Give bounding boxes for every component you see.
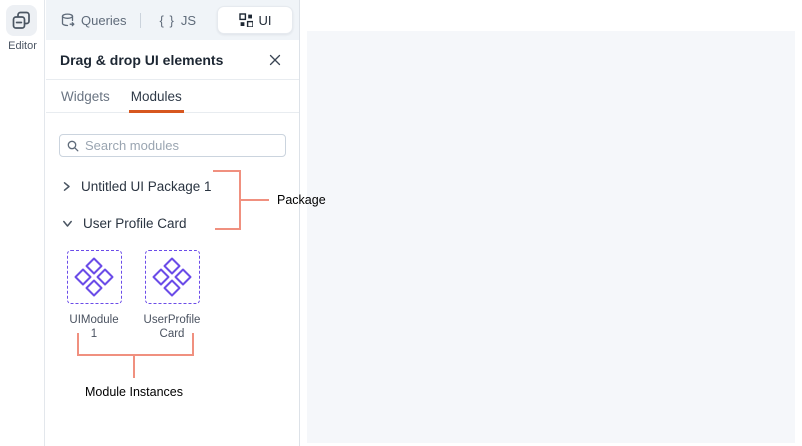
- chevron-right-icon: [62, 181, 71, 192]
- queries-tab[interactable]: Queries: [52, 6, 136, 34]
- close-icon: [269, 54, 281, 65]
- instances-bracket-line: [133, 354, 135, 378]
- module-diamonds-icon: [74, 257, 114, 297]
- segment-divider: [139, 12, 141, 28]
- instances-bracket-line: [77, 354, 194, 356]
- module-name: UserProfileCard: [143, 314, 201, 340]
- editor-segmented-control: Queries { } JS UI: [46, 0, 299, 40]
- package-row-untitled[interactable]: Untitled UI Package 1: [62, 176, 286, 196]
- package-bracket-line: [239, 170, 241, 230]
- module-card-userprofilecard[interactable]: [144, 250, 200, 304]
- instances-annotation-label: Module Instances: [85, 385, 183, 399]
- module-diamonds-icon: [152, 257, 192, 297]
- modules-tab-content: Untitled UI Package 1 User Profile Card: [46, 113, 299, 341]
- search-input[interactable]: [85, 138, 278, 153]
- package-row-user-profile-card[interactable]: User Profile Card: [62, 213, 286, 233]
- close-button[interactable]: [265, 50, 285, 70]
- queries-tab-label: Queries: [81, 12, 127, 28]
- module-card-uimodule1[interactable]: [66, 250, 122, 304]
- search-box: [59, 134, 286, 157]
- editor-button[interactable]: [6, 5, 37, 36]
- js-tab[interactable]: { } JS: [151, 6, 205, 34]
- canvas-drop-area[interactable]: [307, 31, 795, 443]
- search-icon: [67, 140, 79, 152]
- package-name: User Profile Card: [83, 215, 187, 231]
- panel-tabs: Widgets Modules: [46, 80, 299, 113]
- editor-pages-icon: [11, 10, 32, 31]
- left-rail: Editor: [0, 0, 45, 446]
- module-item: UserProfileCard: [143, 250, 201, 341]
- package-bracket-line: [215, 228, 241, 230]
- module-name: UIModule 1: [69, 314, 119, 340]
- tab-widgets[interactable]: Widgets: [61, 88, 110, 104]
- ui-tab-label: UI: [258, 12, 272, 28]
- panel-header: Drag & drop UI elements: [46, 40, 299, 80]
- braces-icon: { }: [159, 12, 175, 28]
- instances-bracket-line: [77, 333, 79, 356]
- package-annotation-label: Package: [277, 193, 326, 207]
- module-item: UIModule 1: [65, 250, 123, 341]
- package-bracket-line: [213, 170, 241, 172]
- editor-label: Editor: [8, 40, 37, 52]
- package-bracket-line: [241, 199, 269, 201]
- database-icon: [61, 12, 75, 28]
- package-name: Untitled UI Package 1: [81, 178, 212, 194]
- panel-title: Drag & drop UI elements: [60, 51, 224, 68]
- js-tab-label: JS: [180, 12, 196, 28]
- package-list: Untitled UI Package 1 User Profile Card: [59, 176, 286, 233]
- tab-modules[interactable]: Modules: [128, 80, 184, 113]
- instances-bracket-line: [192, 333, 194, 356]
- module-instance-list: UIModule 1 UserProfileCard: [65, 250, 286, 341]
- ui-tab[interactable]: UI: [217, 6, 293, 34]
- ui-elements-panel: Queries { } JS UI Drag & drop UI element…: [46, 0, 300, 446]
- chevron-down-icon: [62, 219, 73, 228]
- grid-icon: [238, 13, 253, 27]
